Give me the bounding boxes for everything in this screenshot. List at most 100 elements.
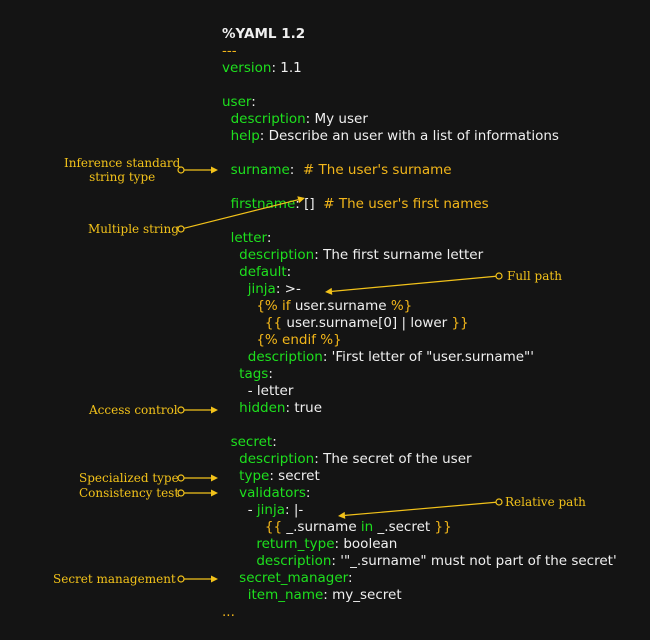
code-line: description: The first surname letter: [222, 247, 483, 264]
code-token: {{: [222, 315, 287, 331]
code-token: letter: [222, 230, 267, 246]
code-line: {% if user.surname %}: [222, 298, 412, 315]
code-token: user.surname: [294, 298, 387, 314]
code-line: item_name: my_secret: [222, 587, 402, 604]
annotation-consistency-test: Consistency test: [79, 486, 180, 500]
code-token: user: [222, 94, 252, 110]
code-line: letter:: [222, 230, 272, 247]
code-line: - jinja: |-: [222, 502, 304, 519]
code-token: jinja: [256, 502, 286, 518]
code-token: : The secret of the user: [314, 451, 472, 467]
code-line: %YAML 1.2: [222, 26, 305, 43]
code-token: :: [272, 434, 277, 450]
code-token: description: [222, 451, 315, 467]
code-token: {% endif %}: [222, 332, 342, 348]
code-token: description: [222, 247, 315, 263]
code-line: jinja: >-: [222, 281, 301, 298]
code-token: : true: [285, 400, 323, 416]
code-line: secret_manager:: [222, 570, 353, 587]
code-token: type: [222, 468, 270, 484]
code-line: help: Describe an user with a list of in…: [222, 128, 559, 145]
code-token: :: [347, 570, 353, 586]
code-token: : The first surname letter: [314, 247, 484, 263]
code-token: description: [222, 349, 323, 365]
code-token: jinja: [222, 281, 276, 297]
code-line: {% endif %}: [222, 332, 342, 349]
code-line: description: The secret of the user: [222, 451, 472, 468]
code-token: tags: [222, 366, 269, 382]
code-token: : secret: [269, 468, 320, 484]
code-token: validators: [222, 485, 306, 501]
code-token: _.secret: [373, 519, 431, 535]
code-line: {{ user.surname[0] | lower }}: [222, 315, 469, 332]
code-line: {{ _.surname in _.secret }}: [222, 519, 452, 536]
code-token: }}: [447, 315, 469, 331]
annotation-multiple-string: Multiple string: [88, 222, 179, 236]
code-token: :: [266, 230, 272, 246]
arrow-full-path: [325, 272, 503, 295]
code-token: : 'First letter of "user.surname"': [322, 349, 534, 365]
code-line: description: 'First letter of "user.surn…: [222, 349, 534, 366]
code-token: help: [222, 128, 260, 144]
code-token: -: [222, 502, 257, 518]
code-token: : '"_.surname" must not part of the secr…: [331, 553, 617, 569]
arrow-access: [177, 406, 218, 414]
arrow-multiple: [177, 196, 305, 233]
code-token: surname: [222, 162, 290, 178]
annotation-access-control: Access control: [89, 403, 178, 417]
code-token: secret: [222, 434, 273, 450]
code-token: :: [286, 264, 292, 280]
code-line: default:: [222, 264, 291, 281]
code-token: %}: [386, 298, 413, 314]
code-line: user:: [222, 94, 256, 111]
code-token: version: [222, 60, 272, 76]
code-token: # The user's surname: [302, 162, 452, 178]
code-token: ---: [222, 43, 237, 59]
code-line: description: '"_.surname" must not part …: [222, 553, 617, 570]
code-line: firstname: [] # The user's first names: [222, 196, 489, 213]
code-line: ---: [222, 43, 237, 60]
arrow-consistency: [177, 489, 218, 497]
code-token: : |-: [285, 502, 304, 518]
code-token: :: [289, 162, 303, 178]
code-token: }}: [430, 519, 452, 535]
code-line: hidden: true: [222, 400, 322, 417]
code-token: : Describe an user with a list of inform…: [259, 128, 559, 144]
code-token: %YAML 1.2: [222, 26, 306, 42]
arrow-specialized: [177, 474, 218, 482]
code-token: : >-: [275, 281, 301, 297]
code-token: : My user: [305, 111, 368, 127]
code-line: surname: # The user's surname: [222, 162, 452, 179]
annotation-relative-path: Relative path: [505, 495, 586, 509]
code-token: description: [222, 553, 332, 569]
code-token: user.surname[0] | lower: [286, 315, 448, 331]
code-token: :: [305, 485, 311, 501]
annotation-secret-management: Secret management: [53, 572, 176, 586]
code-line: return_type: boolean: [222, 536, 397, 553]
code-token: ...: [222, 604, 235, 620]
annotation-full-path: Full path: [507, 269, 562, 283]
code-line: tags:: [222, 366, 273, 383]
code-token: in: [360, 519, 374, 535]
code-token: description: [222, 111, 306, 127]
code-token: _.surname: [286, 519, 361, 535]
code-token: : my_secret: [323, 587, 402, 603]
code-token: :: [268, 366, 273, 382]
code-token: item_name: [222, 587, 324, 603]
code-token: # The user's first names: [323, 196, 489, 212]
code-line: ...: [222, 604, 235, 621]
code-token: - letter: [222, 383, 294, 399]
code-token: firstname: [222, 196, 296, 212]
code-token: return_type: [222, 536, 335, 552]
code-token: : []: [295, 196, 324, 212]
code-line: version: 1.1: [222, 60, 302, 77]
code-token: {% if: [222, 298, 295, 314]
code-line: validators:: [222, 485, 310, 502]
code-line: - letter: [222, 383, 294, 400]
code-token: secret_manager: [222, 570, 348, 586]
code-token: default: [222, 264, 287, 280]
code-line: secret:: [222, 434, 277, 451]
code-line: description: My user: [222, 111, 368, 128]
